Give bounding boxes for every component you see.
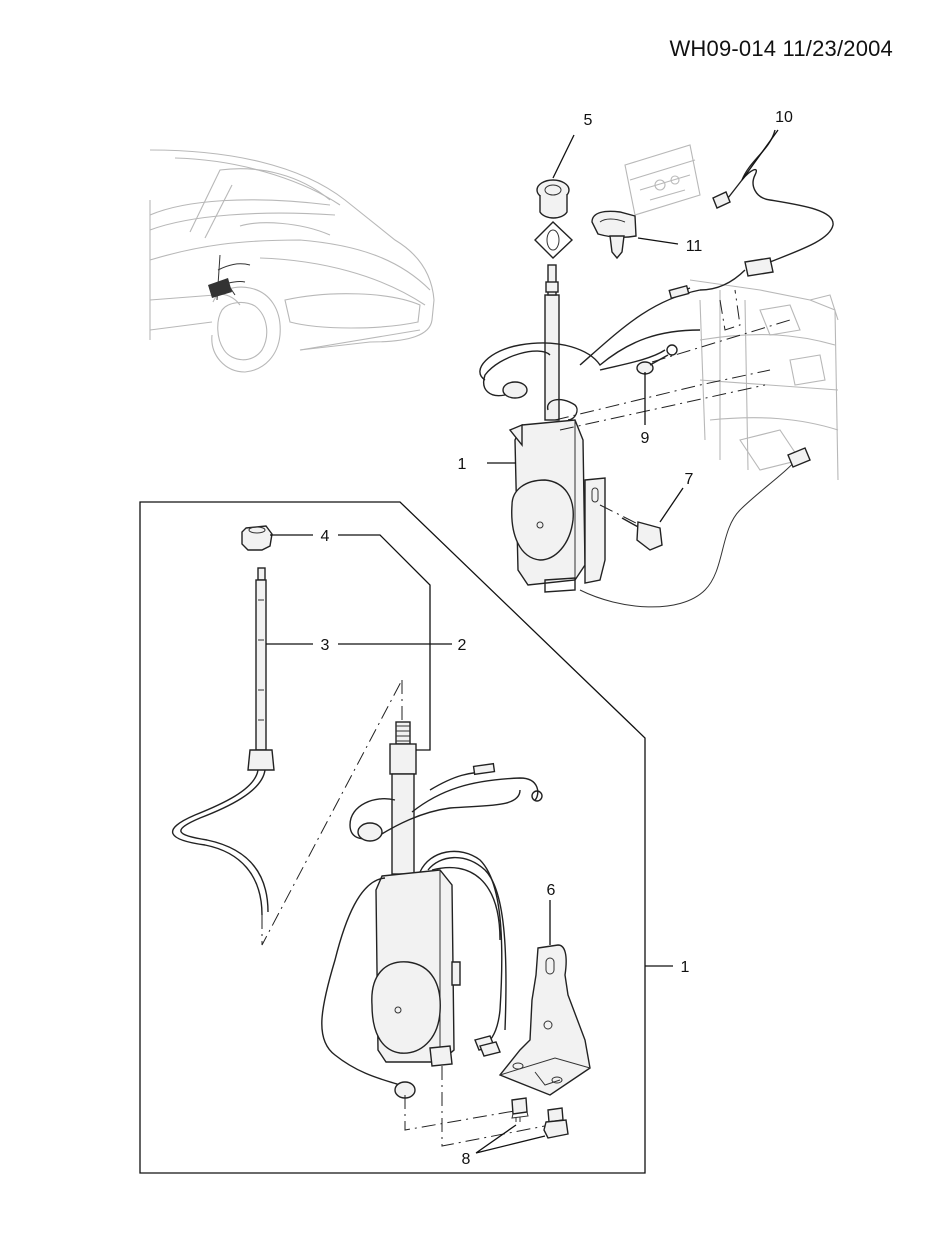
upper-antenna-assembly bbox=[479, 129, 834, 608]
callout-2: 2 bbox=[458, 637, 467, 654]
callout-6: 6 bbox=[547, 882, 556, 899]
body-panel-sketch bbox=[624, 144, 839, 481]
callout-1-top: 1 bbox=[458, 456, 467, 473]
vehicle-locator-sketch bbox=[149, 149, 435, 373]
document-reference: WH09-014 11/23/2004 bbox=[669, 36, 893, 61]
part-5-antenna-nut bbox=[534, 179, 574, 259]
callout-3: 3 bbox=[321, 637, 330, 654]
detail-antenna-assembly bbox=[261, 679, 556, 1147]
callout-7: 7 bbox=[685, 471, 694, 488]
part-3-mast bbox=[172, 567, 275, 916]
part-4-nut bbox=[241, 525, 273, 551]
part-11-clip bbox=[591, 210, 637, 260]
callout-5: 5 bbox=[584, 112, 593, 129]
part-7-bolt bbox=[621, 517, 663, 551]
part-9-screw bbox=[636, 354, 669, 375]
callout-9: 9 bbox=[641, 430, 650, 447]
detail-box-frame bbox=[139, 501, 646, 1174]
callout-8: 8 bbox=[462, 1151, 471, 1168]
callout-labels: 5 10 11 1 9 7 4 3 2 6 1 8 bbox=[321, 109, 793, 1168]
callout-1-side: 1 bbox=[681, 959, 690, 976]
callout-10: 10 bbox=[775, 109, 793, 126]
part-8-bolts bbox=[511, 1097, 569, 1139]
callout-leaders bbox=[266, 129, 779, 1154]
callout-4: 4 bbox=[321, 528, 330, 545]
part-6-bracket bbox=[498, 944, 591, 1096]
callout-11: 11 bbox=[686, 238, 703, 255]
